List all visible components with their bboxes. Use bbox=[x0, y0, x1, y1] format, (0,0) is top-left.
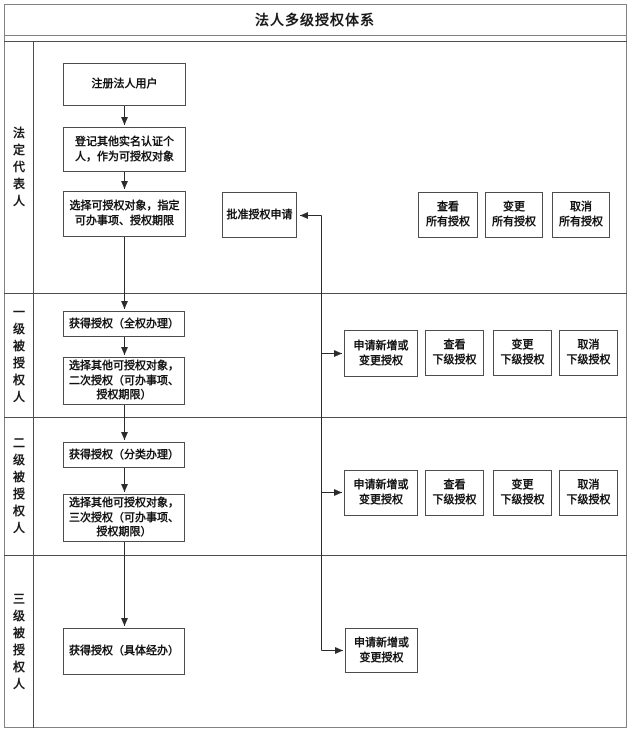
node-select-second-auth: 选择其他可授权对象， 二次授权（可办事项、 授权期限） bbox=[63, 357, 185, 405]
node-get-auth-category: 获得授权（分类办理） bbox=[63, 442, 185, 468]
node-approve-auth-request: 批准授权申请 bbox=[222, 192, 297, 238]
lane-label-level2-grantee: 二级被授权人 bbox=[12, 436, 25, 535]
node-change-all-auth: 变更 所有授权 bbox=[485, 192, 543, 238]
node-apply-add-change-auth: 申请新增或 变更授权 bbox=[344, 470, 418, 516]
node-view-sub-auth: 查看 下级授权 bbox=[425, 330, 484, 376]
lane-label-level1-grantee: 一级被授权人 bbox=[12, 305, 25, 404]
node-apply-add-change-auth: 申请新增或 变更授权 bbox=[345, 628, 418, 673]
node-apply-add-change-auth: 申请新增或 变更授权 bbox=[344, 330, 418, 377]
node-select-third-auth: 选择其他可授权对象， 三次授权（可办事项、 授权期限） bbox=[63, 494, 185, 542]
lane-label-level3-grantee: 三级被授权人 bbox=[12, 591, 25, 691]
node-select-grantee-scope: 选择可授权对象，指定 可办事项、授权期限 bbox=[63, 191, 186, 237]
node-view-all-auth: 查看 所有授权 bbox=[418, 192, 478, 238]
node-register-legal-user: 注册法人用户 bbox=[63, 63, 186, 106]
node-cancel-sub-auth: 取消 下级授权 bbox=[559, 470, 618, 516]
node-get-auth-full: 获得授权（全权办理） bbox=[63, 311, 185, 337]
lane-label-legal-representative: 法定代表人 bbox=[12, 126, 25, 208]
node-change-sub-auth: 变更 下级授权 bbox=[493, 330, 552, 376]
node-change-sub-auth: 变更 下级授权 bbox=[493, 470, 552, 516]
node-cancel-sub-auth: 取消 下级授权 bbox=[559, 330, 618, 376]
node-cancel-all-auth: 取消 所有授权 bbox=[552, 192, 610, 238]
node-view-sub-auth: 查看 下级授权 bbox=[425, 470, 484, 516]
diagram-title: 法人多级授权体系 bbox=[255, 12, 375, 28]
node-record-real-name-persons: 登记其他实名认证个 人，作为可授权对象 bbox=[63, 127, 186, 172]
node-get-auth-specific: 获得授权（具体经办） bbox=[63, 628, 185, 675]
